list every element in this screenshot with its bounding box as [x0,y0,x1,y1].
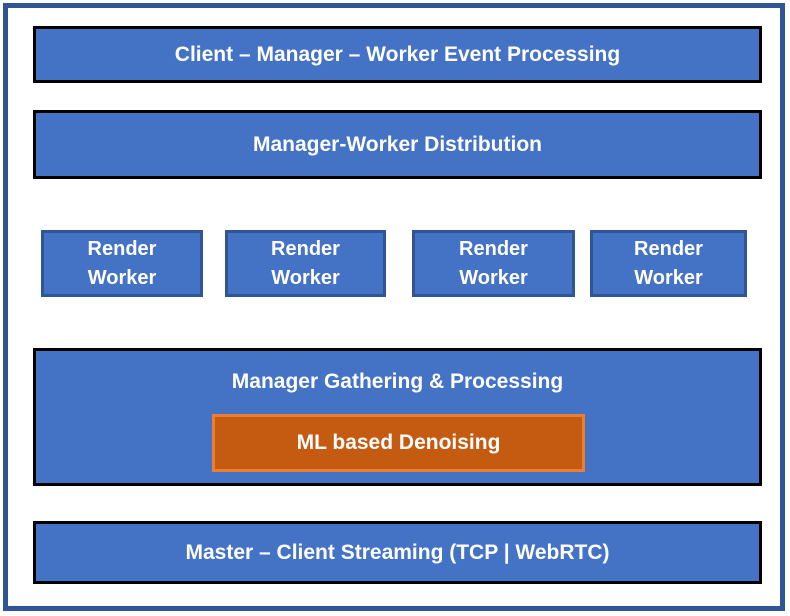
manager-worker-distribution-label: Manager-Worker Distribution [253,132,542,156]
render-worker-label-2: Render Worker [271,237,340,289]
ml-denoising-label: ML based Denoising [296,431,501,454]
render-worker-label-4: Render Worker [634,237,703,289]
manager-gathering-label: Manager Gathering & Processing [231,370,564,393]
ml-denoising-box: ML based Denoising [212,414,585,472]
event-processing-box: Client – Manager – Worker Event Processi… [33,26,762,83]
render-worker-label-1: Render Worker [87,237,157,289]
master-client-streaming-label: Master – Client Streaming (TCP | WebRTC) [185,540,610,564]
render-worker-label-3: Render Worker [459,237,528,289]
diagram-frame [3,3,785,611]
render-worker-box-2: Render Worker [225,230,386,297]
manager-worker-distribution-box: Manager-Worker Distribution [33,110,762,179]
render-worker-box-4: Render Worker [590,230,747,297]
master-client-streaming-box: Master – Client Streaming (TCP | WebRTC) [33,521,762,584]
manager-gathering-box: Manager Gathering & Processing ML based … [33,348,762,486]
event-processing-label: Client – Manager – Worker Event Processi… [174,42,621,66]
render-worker-box-3: Render Worker [412,230,575,297]
render-worker-box-1: Render Worker [41,230,203,297]
